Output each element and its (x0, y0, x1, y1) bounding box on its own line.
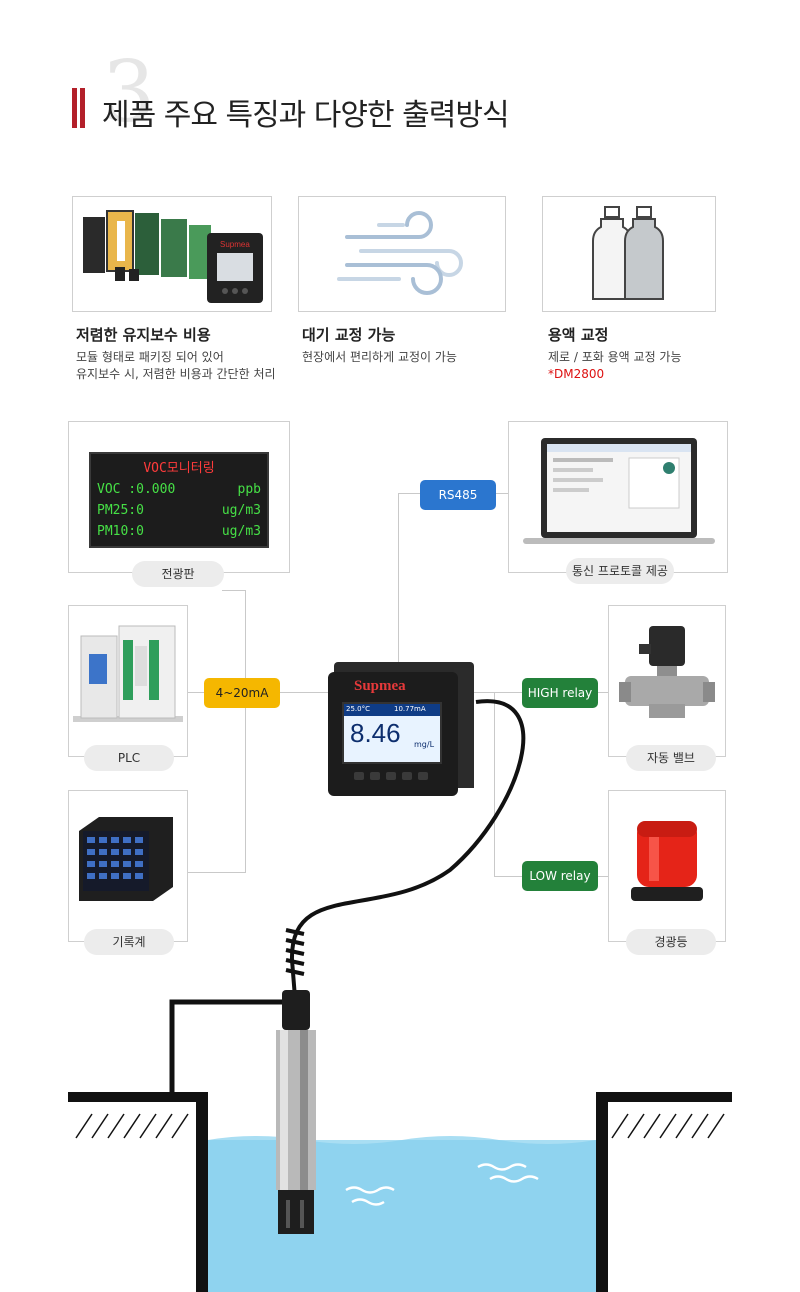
feature-modules-image: Supmea (72, 196, 272, 312)
feature-desc-maintenance: 모듈 형태로 패키징 되어 있어 유지보수 시, 저렴한 비용과 간단한 처리 (76, 349, 276, 383)
tank-walls (68, 1092, 732, 1292)
wind-icon (337, 211, 463, 295)
beacon-panel (608, 790, 726, 942)
connector-line (222, 590, 246, 591)
led-label: PM25:0 (97, 503, 144, 518)
plc-icon (73, 625, 183, 722)
probe-tip (278, 1190, 314, 1234)
protocol-panel (508, 421, 728, 573)
led-row: PM10:0 ug/m3 (97, 521, 261, 542)
device-value: 8.46 (350, 718, 401, 748)
device-button[interactable] (402, 772, 412, 780)
led-unit: ppb (237, 482, 261, 497)
probe-mount (169, 999, 296, 1092)
device-screen: 25.0°C 10.77mA 8.46 mg/L (342, 702, 442, 764)
probe-head (282, 990, 310, 1030)
module-parts-icon: Supmea (83, 210, 263, 303)
feature-air-image (298, 196, 506, 312)
laptop-icon (523, 438, 715, 544)
device-brand: Supmea (354, 678, 406, 694)
led-title: VOC모니터링 (143, 461, 215, 476)
high-relay-tag: HIGH relay (522, 678, 598, 708)
feature-desc-line: 유지보수 시, 저렴한 비용과 간단한 처리 (76, 367, 276, 381)
valve-label: 자동 밸브 (626, 745, 716, 771)
device-button[interactable] (354, 772, 364, 780)
controller-device: Supmea 25.0°C 10.77mA 8.46 mg/L (328, 662, 474, 796)
tank-scene (68, 699, 732, 1292)
svg-text:Supmea: Supmea (220, 240, 250, 249)
recorder-label: 기록계 (84, 929, 174, 955)
water-ripples (345, 1163, 539, 1206)
controller-face: Supmea 25.0°C 10.77mA 8.46 mg/L (328, 672, 458, 796)
bottles-icon (592, 206, 664, 300)
recorder-panel (68, 790, 188, 942)
controller-housing (334, 662, 474, 674)
valve-panel (608, 605, 726, 757)
rs485-tag: RS485 (420, 480, 496, 510)
protocol-label: 통신 프로토콜 제공 (566, 558, 674, 584)
led-label: PM10:0 (97, 524, 144, 539)
device-current: 10.77mA (394, 705, 426, 713)
recorder-icon (79, 817, 173, 901)
section-number: 3 (102, 43, 156, 141)
feature-desc-line: 제로 / 포화 용액 교정 가능 (548, 350, 682, 364)
led-row: VOC :0.000 ppb (97, 479, 261, 500)
plc-panel (68, 605, 188, 757)
feature-solution-image (542, 196, 716, 312)
display-board-label: 전광판 (132, 561, 224, 587)
plc-label: PLC (84, 745, 174, 771)
connector-line (494, 692, 495, 876)
feature-title-solution-calibration: 용액 교정 (548, 326, 609, 344)
feature-desc-line: 현장에서 편리하게 교정이 가능 (302, 350, 457, 364)
page-title: 제품 주요 특징과 다양한 출력방식 (102, 98, 510, 133)
probe-cable (289, 699, 526, 1011)
led-label: VOC :0.000 (97, 482, 176, 497)
warning-beacon-icon (631, 821, 703, 901)
beacon-label: 경광등 (626, 929, 716, 955)
led-row: PM25:0 ug/m3 (97, 500, 261, 521)
analog-output-tag: 4~20mA (204, 678, 280, 708)
feature-title-maintenance: 저렴한 유지보수 비용 (76, 326, 211, 344)
cable-spring (285, 928, 305, 976)
header-accent-bar-2 (80, 88, 85, 128)
feature-desc-air-calibration: 현장에서 편리하게 교정이 가능 (302, 349, 457, 366)
device-button[interactable] (386, 772, 396, 780)
low-relay-tag: LOW relay (522, 861, 598, 891)
connector-line (188, 872, 246, 873)
connector-line (245, 590, 246, 872)
device-unit: mg/L (414, 740, 435, 749)
ground-hatching (75, 1113, 725, 1139)
connector-line (398, 493, 399, 667)
device-temp: 25.0°C (346, 705, 370, 713)
header-accent-bar (72, 88, 77, 128)
controller-side (454, 668, 474, 788)
device-screen-header: 25.0°C 10.77mA (344, 704, 440, 716)
feature-desc-line: 모듈 형태로 패키징 되어 있어 (76, 350, 224, 364)
water (208, 1140, 596, 1292)
feature-note: *DM2800 (548, 367, 605, 381)
feature-desc-solution-calibration: 제로 / 포화 용액 교정 가능 *DM2800 (548, 349, 682, 383)
led-unit: ug/m3 (221, 503, 261, 518)
device-button[interactable] (370, 772, 380, 780)
device-button[interactable] (418, 772, 428, 780)
feature-title-air-calibration: 대기 교정 가능 (302, 326, 396, 344)
led-unit: ug/m3 (221, 524, 261, 539)
solenoid-valve-icon (619, 626, 715, 718)
led-display-board: VOC모니터링 VOC :0.000 ppb PM25:0 ug/m3 PM10:0… (89, 452, 269, 548)
